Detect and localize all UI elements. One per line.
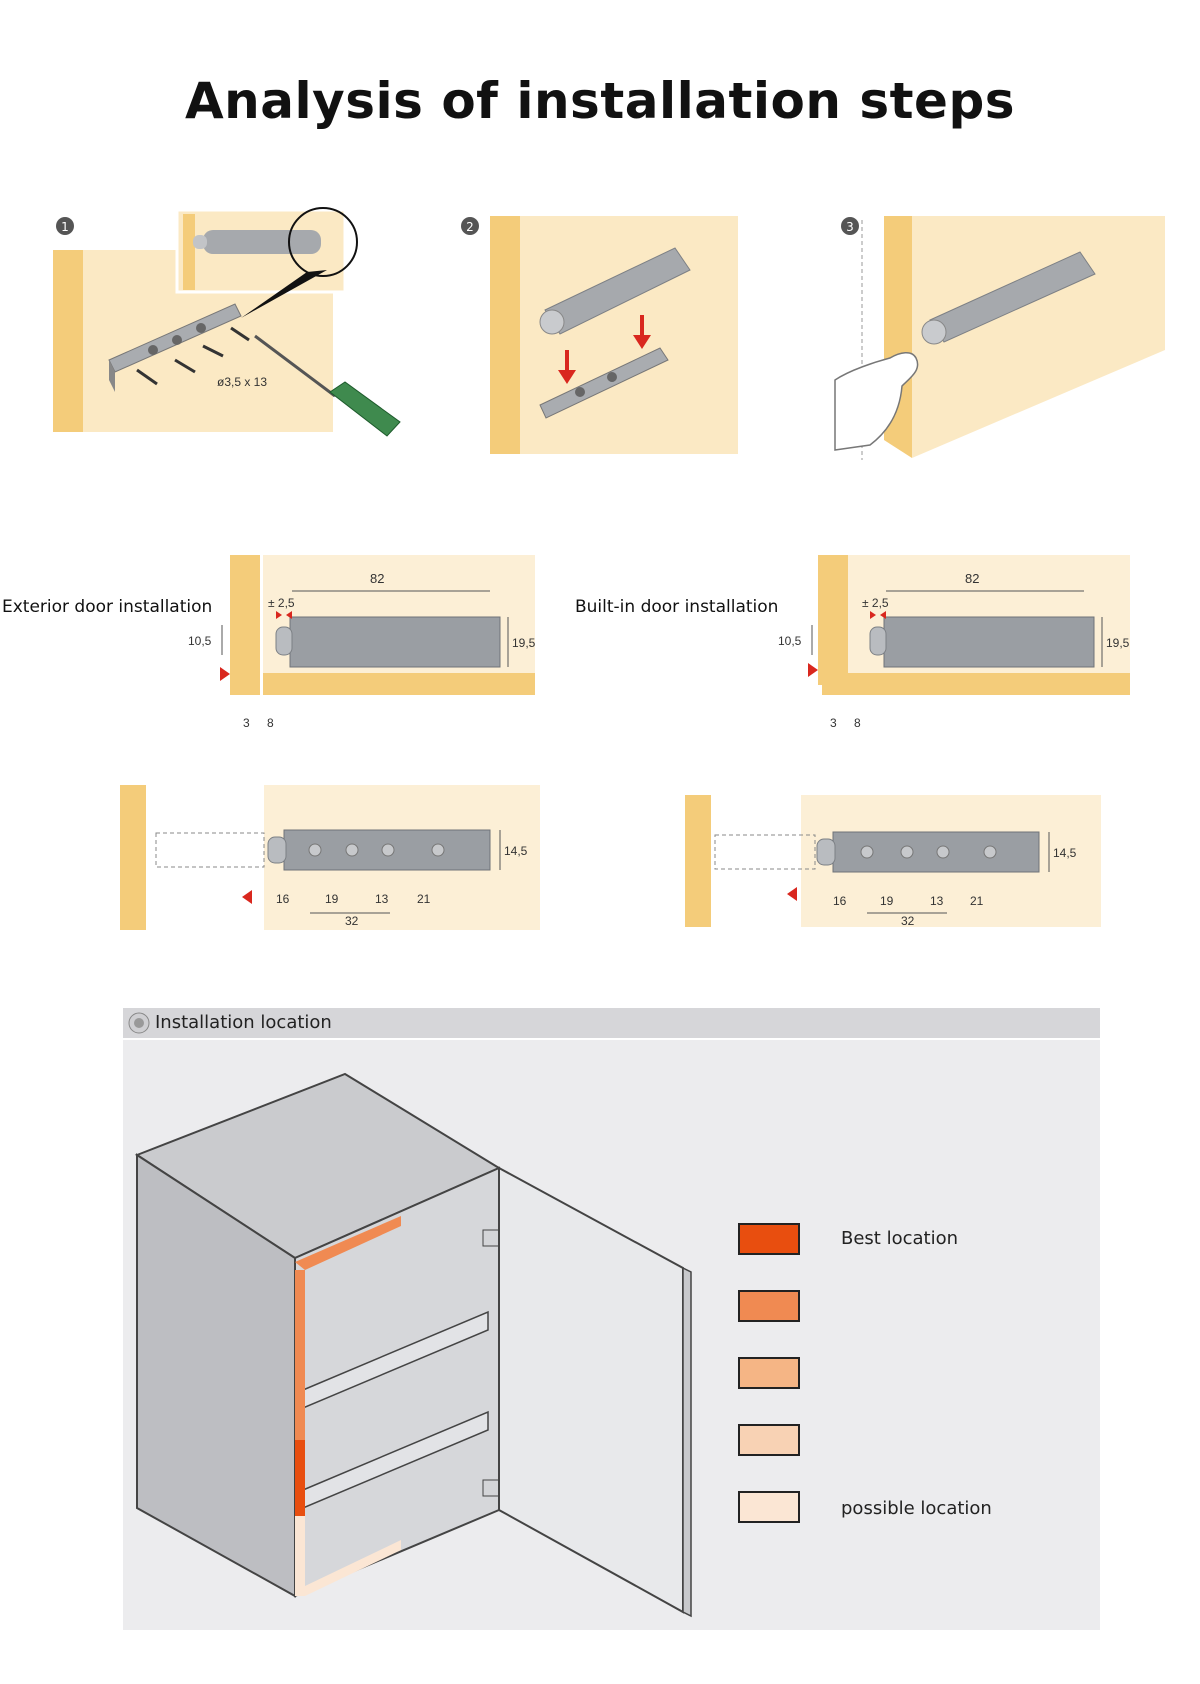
height-dim: 14,5 — [1053, 846, 1077, 860]
door-panel — [120, 785, 146, 930]
marker-triangle-icon — [242, 890, 252, 904]
step-1-illustration: 1 ø3,5 x 13 — [53, 207, 401, 437]
legend-label-best: Best location — [841, 1228, 958, 1249]
latch-body — [289, 616, 501, 668]
door-panel — [818, 555, 848, 685]
location-strip-possible — [295, 1516, 305, 1596]
step-2-number: 2 — [466, 220, 474, 234]
legend-swatch-best — [738, 1223, 800, 1255]
screw-spec: ø3,5 x 13 — [217, 375, 267, 389]
dim-16: 16 — [833, 894, 847, 908]
cabinet-illustration — [134, 1072, 692, 1618]
dim-13: 13 — [930, 894, 944, 908]
step-3-illustration: 3 — [834, 216, 1165, 460]
screws-icon — [136, 326, 250, 386]
offset-a-dim: 3 — [243, 716, 250, 730]
height-dim: 14,5 — [504, 844, 528, 858]
legend-swatch-3 — [738, 1357, 800, 1389]
zoom-circle-icon — [288, 207, 358, 277]
arrow-down-icon — [558, 315, 651, 384]
latch-body — [883, 616, 1095, 668]
legend-label-possible: possible location — [841, 1498, 992, 1519]
height-dim: 10,5 — [188, 634, 212, 648]
cabinet-interior — [912, 216, 1165, 458]
legend-swatch-2 — [738, 1290, 800, 1322]
cabinet-bottom — [263, 673, 535, 695]
step-3-badge — [841, 217, 859, 235]
legend-swatch-possible — [738, 1491, 800, 1523]
extended-plunger-outline — [714, 834, 816, 870]
hole-diagram-left: 14,5 16 19 13 21 32 — [120, 785, 540, 930]
height-dim: 10,5 — [778, 634, 802, 648]
step-2-badge — [461, 217, 479, 235]
dim-19: 19 — [880, 894, 894, 908]
hole-diagram-right: 14,5 16 19 13 21 32 — [685, 795, 1101, 928]
door-panel — [230, 555, 260, 695]
latch-body — [203, 230, 321, 254]
offset-a-dim: 3 — [830, 716, 837, 730]
installation-location-header: Installation location — [123, 1008, 1100, 1038]
dim-19: 19 — [325, 892, 339, 906]
dim-32: 32 — [901, 914, 915, 928]
location-strip-best — [295, 1440, 305, 1516]
door-panel — [685, 795, 711, 927]
dim-21: 21 — [970, 894, 984, 908]
installation-location-title: Installation location — [155, 1012, 332, 1033]
length-dim: 82 — [965, 571, 979, 586]
depth-dim: 19,5 — [512, 636, 536, 650]
mounting-plate — [539, 347, 669, 419]
exterior-door-label: Exterior door installation — [2, 597, 213, 617]
location-icon — [128, 1012, 150, 1034]
dim-32: 32 — [345, 914, 359, 928]
screwdriver-icon — [329, 381, 401, 437]
gap-dim: ± 2,5 — [862, 596, 889, 610]
cabinet-side-board — [53, 250, 83, 432]
marker-triangle-icon — [787, 887, 797, 901]
cabinet-door — [498, 1166, 684, 1614]
step-2-illustration: 2 — [461, 216, 738, 454]
cabinet-interior — [520, 216, 738, 454]
builtin-door-label: Built-in door installation — [575, 597, 779, 617]
step-3-number: 3 — [846, 220, 854, 234]
dim-21: 21 — [417, 892, 431, 906]
marker-triangle-icon — [808, 663, 818, 677]
offset-b-dim: 8 — [854, 716, 861, 730]
step-1-badge — [56, 217, 74, 235]
step-1-number: 1 — [61, 220, 69, 234]
cabinet-side-board — [490, 216, 520, 454]
builtin-door-diagram: 82 ± 2,5 19,5 10,5 3 8 — [778, 555, 1130, 730]
gap-dim: ± 2,5 — [268, 596, 295, 610]
dim-13: 13 — [375, 892, 389, 906]
legend-swatch-4 — [738, 1424, 800, 1456]
dim-16: 16 — [276, 892, 290, 906]
depth-dim: 19,5 — [1106, 636, 1130, 650]
exterior-door-diagram: 82 ± 2,5 19,5 10,5 3 8 — [188, 555, 536, 730]
screwdriver-shaft — [254, 334, 336, 398]
page-title: Analysis of installation steps — [184, 72, 1015, 130]
offset-b-dim: 8 — [267, 716, 274, 730]
length-dim: 82 — [370, 571, 384, 586]
installation-location-panel: Best location possible location — [123, 1040, 1100, 1630]
location-strip-upper — [295, 1270, 305, 1440]
marker-triangle-icon — [220, 667, 230, 681]
location-strip-top — [295, 1216, 401, 1270]
extended-plunger-outline — [155, 832, 265, 868]
hand-icon — [834, 352, 919, 451]
cabinet-bottom — [822, 673, 1130, 695]
